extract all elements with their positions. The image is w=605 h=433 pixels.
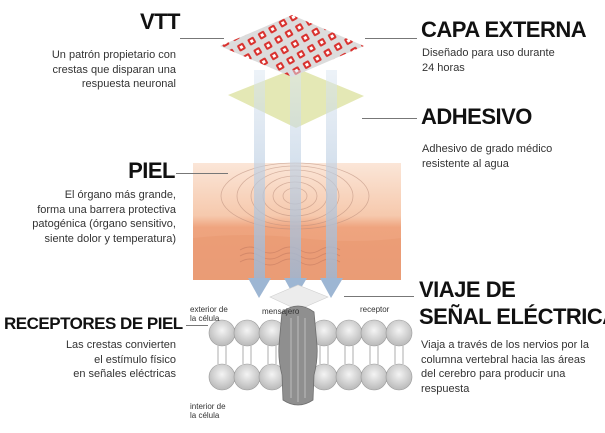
vtt-title: VTT: [139, 9, 181, 34]
cell-membrane: [208, 305, 413, 406]
signal-arrows: [248, 70, 343, 298]
piel-leader-line: [176, 173, 228, 174]
piel-description: El órgano más grande,forma una barrera p…: [32, 189, 176, 245]
vtt-leader-line: [180, 38, 224, 39]
capa-externa-title: CAPA EXTERNA: [421, 17, 587, 42]
label-mensajero: mensajero: [262, 307, 300, 316]
capa-externa-leader-line: [365, 38, 417, 39]
viaje-leader-line: [344, 296, 414, 297]
adhesivo-title: ADHESIVO: [421, 104, 532, 129]
adhesivo-leader-line: [362, 118, 417, 119]
receptores-leader-line: [186, 325, 208, 326]
outer-patch-layer: [220, 15, 364, 77]
label-receptor: receptor: [360, 305, 390, 314]
receptores-title: RECEPTORES DE PIEL: [4, 314, 183, 333]
piel-title: PIEL: [128, 158, 175, 183]
